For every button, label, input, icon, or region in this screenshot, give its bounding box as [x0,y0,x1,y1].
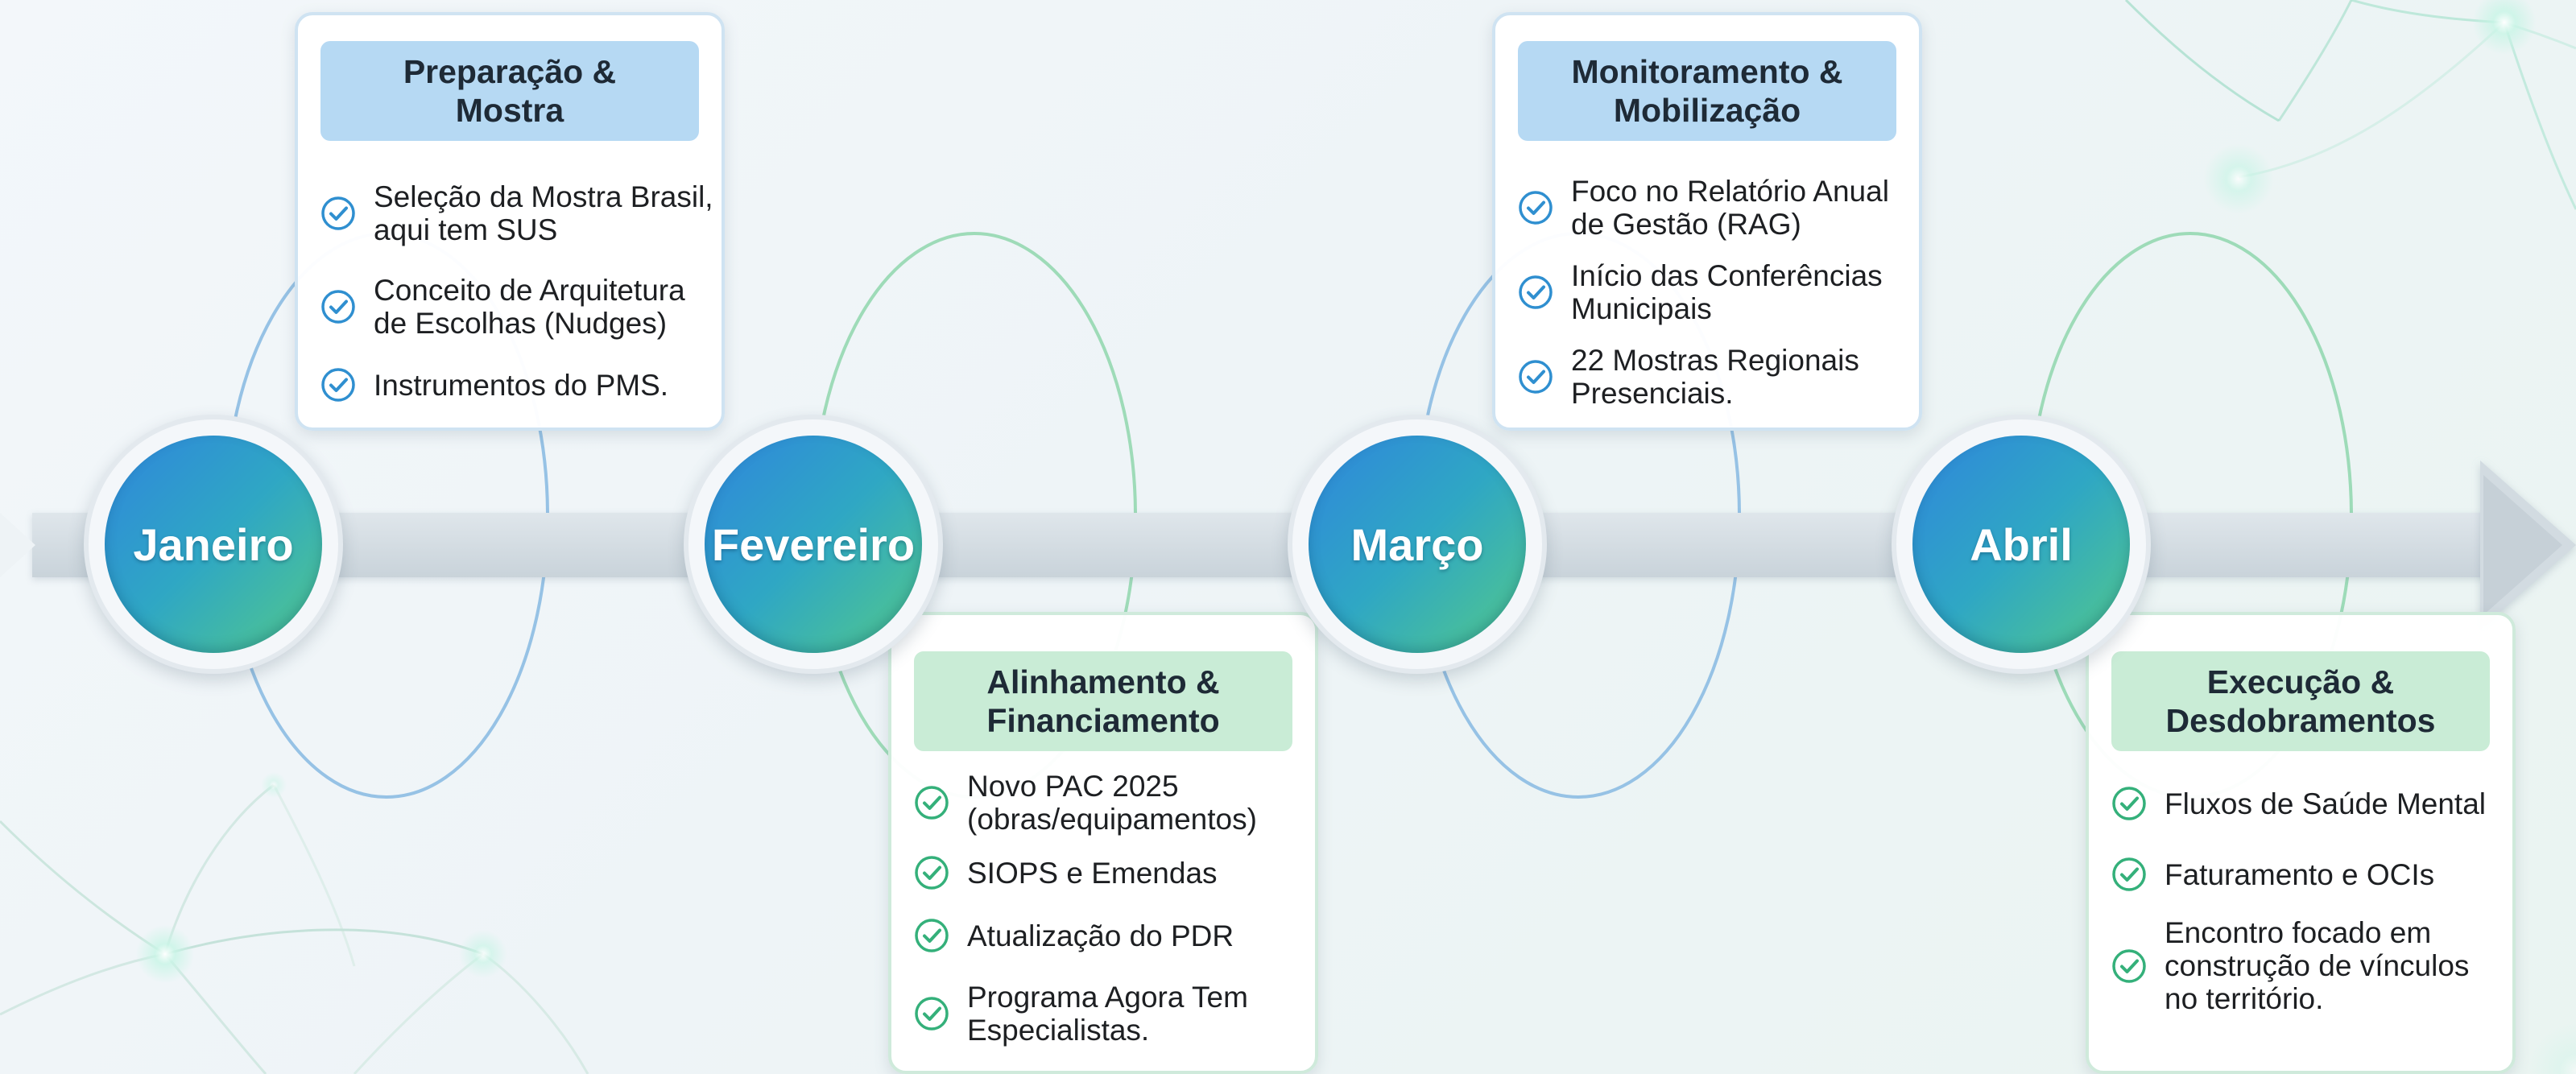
list-item: 22 Mostras Regionais Presenciais. [1518,344,1912,410]
month-label: Janeiro [105,436,322,653]
check-circle-icon [1518,359,1553,394]
item-text: Programa Agora Tem Especialistas. [967,981,1248,1047]
card-items: Foco no Relatório Anual de Gestão (RAG) … [1518,175,1912,410]
list-item: Atualização do PDR [914,918,1309,953]
month-node-marco: Março [1288,415,1547,674]
check-circle-icon [914,785,949,820]
check-circle-icon [914,918,949,953]
card-janeiro: Preparação & Mostra Seleção da Mostra Br… [295,12,725,431]
list-item: Programa Agora Tem Especialistas. [914,981,1309,1047]
timeline-arrow-head-inner [2483,475,2562,615]
item-text: Instrumentos do PMS. [374,368,669,402]
check-circle-icon [1518,275,1553,310]
check-circle-icon [2111,948,2147,984]
card-title: Preparação & Mostra [320,41,699,141]
card-abril: Execução & Desdobramentos Fluxos de Saúd… [2086,612,2516,1074]
list-item: Seleção da Mostra Brasil, aqui tem SUS [320,180,715,246]
card-items: Novo PAC 2025 (obras/equipamentos) SIOPS… [914,770,1309,1047]
month-node-janeiro: Janeiro [84,415,343,674]
list-item: Instrumentos do PMS. [320,367,715,403]
list-item: Fluxos de Saúde Mental [2111,786,2506,821]
item-text: Novo PAC 2025 (obras/equipamentos) [967,770,1257,836]
item-text: Foco no Relatório Anual de Gestão (RAG) [1571,175,1889,241]
month-label: Abril [1912,436,2130,653]
check-circle-icon [2111,857,2147,892]
card-title: Execução & Desdobramentos [2111,651,2490,751]
item-text: Faturamento e OCIs [2165,857,2435,891]
month-node-fevereiro: Fevereiro [684,415,943,674]
check-circle-icon [1518,190,1553,225]
card-items: Seleção da Mostra Brasil, aqui tem SUS C… [320,180,715,403]
card-items: Fluxos de Saúde Mental Faturamento e OCI… [2111,786,2506,1015]
list-item: Foco no Relatório Anual de Gestão (RAG) [1518,175,1912,241]
list-item: Conceito de Arquitetura de Escolhas (Nud… [320,274,715,340]
check-circle-icon [914,855,949,890]
card-title: Alinhamento & Financiamento [914,651,1292,751]
card-fevereiro: Alinhamento & Financiamento Novo PAC 202… [888,612,1318,1074]
timeline-axis-tail [0,513,35,577]
item-text: Encontro focado em construção de vínculo… [2165,916,2470,1015]
list-item: Novo PAC 2025 (obras/equipamentos) [914,770,1309,836]
list-item: Encontro focado em construção de vínculo… [2111,916,2506,1015]
item-text: Conceito de Arquitetura de Escolhas (Nud… [374,274,685,340]
month-label: Fevereiro [705,436,922,653]
month-label: Março [1309,436,1526,653]
card-title: Monitoramento & Mobilização [1518,41,1896,141]
card-marco: Monitoramento & Mobilização Foco no Rela… [1492,12,1922,431]
item-text: Seleção da Mostra Brasil, aqui tem SUS [374,180,713,246]
item-text: Início das Conferências Municipais [1571,259,1883,325]
item-text: 22 Mostras Regionais Presenciais. [1571,344,1859,410]
check-circle-icon [2111,786,2147,821]
check-circle-icon [914,996,949,1031]
list-item: Início das Conferências Municipais [1518,259,1912,325]
list-item: Faturamento e OCIs [2111,857,2506,892]
item-text: SIOPS e Emendas [967,856,1218,890]
check-circle-icon [320,289,356,324]
check-circle-icon [320,196,356,231]
list-item: SIOPS e Emendas [914,855,1309,890]
check-circle-icon [320,367,356,403]
item-text: Fluxos de Saúde Mental [2165,787,2487,820]
item-text: Atualização do PDR [967,919,1234,952]
month-node-abril: Abril [1892,415,2151,674]
